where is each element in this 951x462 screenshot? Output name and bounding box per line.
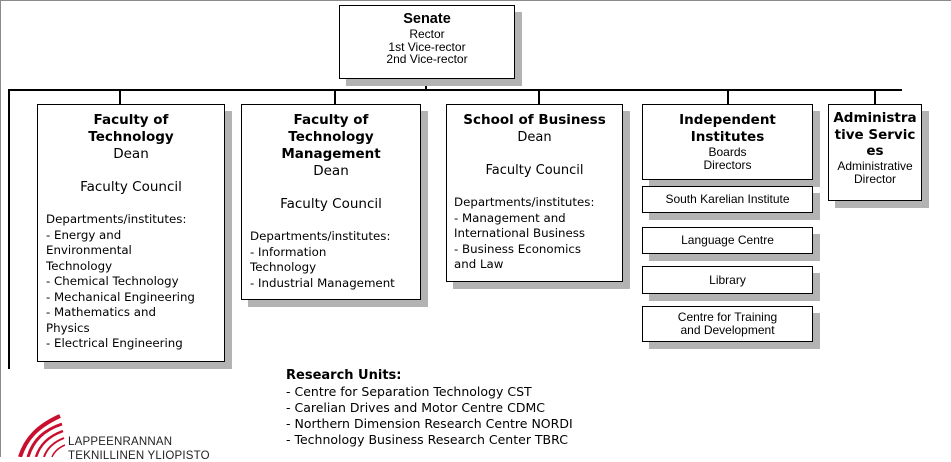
dept-item: Technology xyxy=(250,260,317,274)
independent-boards: Boards xyxy=(708,145,747,159)
dept-item: - Mechanical Engineering xyxy=(46,289,195,304)
faculty-mgmt-depts-header: Departments/institutes: xyxy=(250,229,391,243)
research-units-title: Research Units: xyxy=(286,368,402,383)
faculty-mgmt-dean: Dean xyxy=(313,163,349,179)
connector-independent xyxy=(727,89,729,104)
school-business-council: Faculty Council xyxy=(485,163,584,178)
school-business-depts-header: Departments/institutes: xyxy=(454,195,595,209)
senate-box: Senate Rector 1st Vice-rector 2nd Vice-r… xyxy=(339,5,515,79)
lut-logo: LAPPEENRANNAN TEKNILLINEN YLIOPISTO xyxy=(0,398,300,462)
senate-title: Senate xyxy=(403,11,451,27)
dept-item: - Mathematics and xyxy=(46,305,156,319)
faculty-technology-council: Faculty Council xyxy=(80,179,182,195)
senate-rector: Rector xyxy=(409,27,445,41)
unit-label: Language Centre xyxy=(681,233,774,247)
faculty-technology-title: Faculty of Technology xyxy=(88,112,174,145)
research-units: Research Units: - Centre for Separation … xyxy=(286,368,573,448)
research-unit-item: - Centre for Separation Technology CST xyxy=(286,384,532,399)
connector-senate-down xyxy=(425,79,427,90)
faculty-technology-depts-header: Departments/institutes: xyxy=(46,212,187,226)
dept-item: - Chemical Technology xyxy=(46,274,179,288)
connector-admin xyxy=(874,89,876,104)
unit-label: Library xyxy=(709,273,746,287)
unit-library: Library xyxy=(642,266,813,294)
school-of-business-box: School of Business Dean Faculty Council … xyxy=(446,104,623,282)
senate-vice-rector-1: 1st Vice-rector xyxy=(388,39,466,54)
connector-horizontal xyxy=(8,89,902,91)
dept-item: - Business Economics xyxy=(454,241,582,256)
school-business-title: School of Business xyxy=(463,112,606,128)
faculty-mgmt-title: Faculty of Technology Management xyxy=(281,112,381,162)
research-unit-item: - Northern Dimension Research Centre NOR… xyxy=(286,416,573,431)
dept-item: Technology xyxy=(46,258,113,273)
senate-vice-rector-2: 2nd Vice-rector xyxy=(386,52,468,66)
dept-item: - Energy and xyxy=(46,227,122,242)
faculty-technology-dean: Dean xyxy=(113,146,149,162)
unit-label: South Karelian Institute xyxy=(665,192,790,206)
unit-south-karelian-institute: South Karelian Institute xyxy=(642,186,813,213)
dept-item: Environmental xyxy=(46,243,132,257)
lut-logo-mark-icon xyxy=(18,414,66,457)
admin-title: Administrative Services xyxy=(833,110,917,159)
independent-directors: Directors xyxy=(703,158,752,172)
faculty-technology-box: Faculty of Technology Dean Faculty Counc… xyxy=(37,104,225,362)
dept-item: and Law xyxy=(454,257,504,271)
connector-school-business xyxy=(538,89,540,104)
administrative-services-box: Administrative Services Administrative D… xyxy=(828,104,922,201)
independent-institutes-box: Independent Institutes Boards Directors xyxy=(642,104,813,180)
research-unit-item: - Carelian Drives and Motor Centre CDMC xyxy=(286,400,545,415)
dept-item: - Information xyxy=(250,244,327,259)
unit-label: Centre for Training and Development xyxy=(677,310,778,337)
dept-item: - Management and xyxy=(454,210,566,225)
connector-faculty-tech xyxy=(119,89,121,104)
connector-left-edge xyxy=(8,89,10,369)
dept-item: International Business xyxy=(454,226,586,240)
faculty-mgmt-council: Faculty Council xyxy=(280,196,382,212)
dept-item: - Electrical Engineering xyxy=(46,336,183,350)
logo-line-2: TEKNILLINEN YLIOPISTO xyxy=(68,450,210,462)
connector-faculty-mgmt xyxy=(334,89,336,104)
unit-language-centre: Language Centre xyxy=(642,227,813,254)
dept-item: - Industrial Management xyxy=(250,275,395,290)
faculty-technology-management-box: Faculty of Technology Management Dean Fa… xyxy=(241,104,421,300)
logo-line-1: LAPPEENRANNAN xyxy=(68,436,173,448)
school-business-dean: Dean xyxy=(517,130,552,145)
dept-item: Physics xyxy=(46,320,90,335)
research-unit-item: - Technology Business Research Center TB… xyxy=(286,432,568,447)
independent-title: Independent Institutes xyxy=(679,112,776,145)
unit-centre-for-training: Centre for Training and Development xyxy=(642,306,813,342)
admin-director: Administrative Director xyxy=(837,158,913,186)
